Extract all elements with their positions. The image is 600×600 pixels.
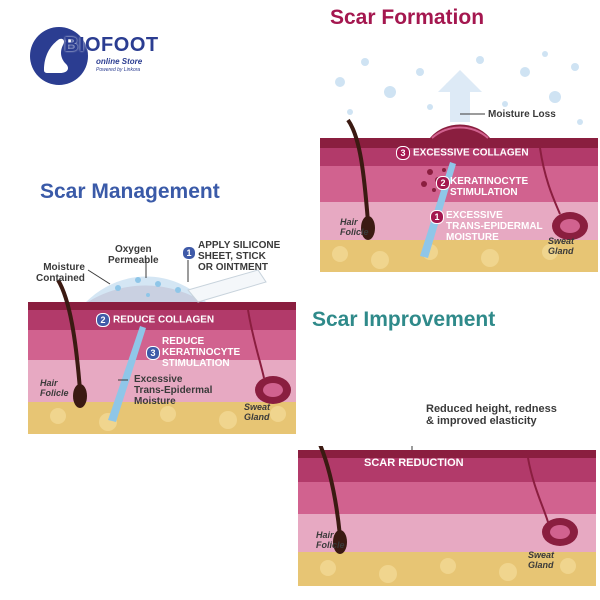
gland-line2: Gland — [548, 246, 574, 256]
hair-line2: Folicle — [340, 227, 369, 237]
formation-diagram — [320, 51, 598, 272]
management-hair-label: Hair Folicle — [40, 378, 69, 398]
gland-line2: Gland — [244, 412, 270, 422]
gland-line1: Sweat — [548, 236, 575, 246]
management-diagram — [28, 250, 296, 434]
formation-moisture-loss: Moisture Loss — [488, 109, 556, 120]
formation-hair-label: Hair Folicle — [340, 217, 369, 237]
step-badge: 3 — [146, 346, 160, 360]
gland-line2: Gland — [528, 560, 554, 570]
moisture-line2: Contained — [36, 273, 85, 284]
formation-gland-label: Sweat Gland — [548, 236, 574, 256]
management-moisture: Moisture Contained — [36, 262, 85, 284]
management-step1-line1: APPLY SILICONE — [198, 240, 281, 251]
management-step1-line3: OR OINTMENT — [198, 262, 268, 273]
logo-brand: BIOFOOT — [64, 34, 159, 56]
management-step3: 3 REDUCE KERATINOCYTE STIMULATION — [146, 336, 241, 369]
improvement-gland-label: Sweat Gland — [528, 550, 554, 570]
hair-line2: Folicle — [316, 540, 345, 550]
management-step2-label: REDUCE COLLAGEN — [113, 314, 215, 326]
step-badge: 1 — [182, 246, 196, 260]
hair-line1: Hair — [340, 217, 358, 227]
excessive-line2: Trans-Epidermal — [134, 385, 213, 396]
improvement-band-label: SCAR REDUCTION — [364, 457, 464, 469]
formation-step1-line3: MOISTURE — [446, 232, 499, 243]
annotation-line1: Reduced height, redness — [426, 403, 557, 415]
gland-line1: Sweat — [528, 550, 555, 560]
management-step3-line1: REDUCE — [162, 336, 205, 347]
formation-step2-line1: KERATINOCYTE — [450, 176, 529, 187]
formation-step2-line2: STIMULATION — [450, 187, 518, 198]
step-badge: 2 — [96, 313, 110, 327]
management-step3-line2: KERATINOCYTE — [162, 347, 241, 358]
step-badge: 3 — [396, 146, 410, 160]
formation-title: Scar Formation — [330, 6, 485, 29]
logo: BIOFOOT online Store Powered by Linkora — [30, 26, 158, 86]
hair-line1: Hair — [316, 530, 334, 540]
management-oxygen: Oxygen Permeable — [108, 244, 159, 266]
improvement-hair-label: Hair Folicle — [316, 530, 345, 550]
moisture-line1: Moisture — [43, 262, 85, 273]
formation-step1: 1 EXCESSIVE TRANS-EPIDERMAL MOISTURE — [430, 210, 543, 243]
formation-step3-label: EXCESSIVE COLLAGEN — [413, 147, 529, 159]
excessive-line1: Excessive — [134, 374, 183, 385]
gland-line1: Sweat — [244, 402, 271, 412]
formation-step2: 2 KERATINOCYTE STIMULATION — [436, 176, 529, 198]
management-excessive: Excessive Trans-Epidermal Moisture — [134, 374, 212, 407]
hair-line2: Folicle — [40, 388, 69, 398]
improvement-title: Scar Improvement — [312, 308, 496, 331]
management-step1: 1 APPLY SILICONE SHEET, STICK OR OINTMEN… — [182, 240, 281, 273]
excessive-line3: Moisture — [134, 396, 176, 407]
improvement-diagram — [298, 446, 596, 586]
logo-subline-2: Powered by Linkora — [96, 67, 141, 73]
step-badge: 2 — [436, 176, 450, 190]
management-step1-line2: SHEET, STICK — [198, 251, 266, 262]
formation-step1-line1: EXCESSIVE — [446, 210, 503, 221]
management-title: Scar Management — [40, 180, 220, 203]
improvement-annotation: Reduced height, redness & improved elast… — [426, 403, 557, 427]
step-badge: 1 — [430, 210, 444, 224]
oxygen-line2: Permeable — [108, 255, 159, 266]
logo-mark — [30, 27, 88, 85]
hair-line1: Hair — [40, 378, 58, 388]
oxygen-line1: Oxygen — [114, 244, 152, 255]
annotation-line2: & improved elasticity — [426, 415, 537, 427]
management-gland-label: Sweat Gland — [244, 402, 270, 422]
logo-subline-1: online Store — [96, 57, 143, 66]
formation-step1-line2: TRANS-EPIDERMAL — [446, 221, 543, 232]
management-step3-line3: STIMULATION — [162, 358, 230, 369]
